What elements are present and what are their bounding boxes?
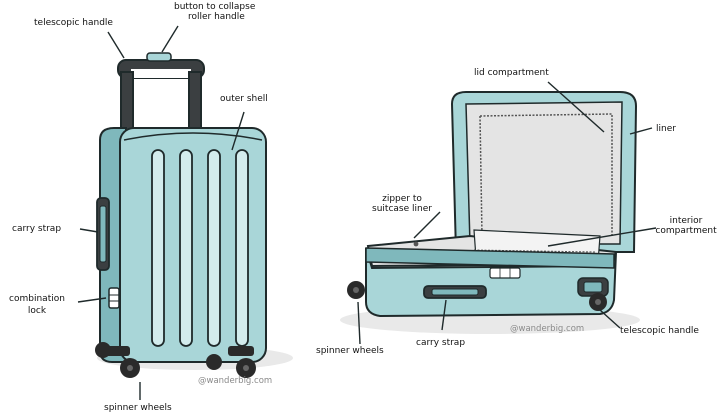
collapse-button-graphic <box>146 52 172 62</box>
upright-suitcase <box>77 25 293 400</box>
watermark-right: @wanderbig.com <box>510 324 585 334</box>
label-carry-strap: carry strap <box>12 224 62 234</box>
telescopic-handle-graphic <box>117 52 205 131</box>
label-spinner-wheels: spinner wheels <box>104 403 172 413</box>
label-collapse-button-line2: roller handle <box>188 12 245 22</box>
spinner-wheels-right-graphic <box>347 281 607 311</box>
leader-lines-right <box>357 81 657 345</box>
base-shell-graphic <box>365 247 617 318</box>
spinner-wheels-graphic <box>95 342 256 378</box>
combination-lock-right-graphic <box>489 267 521 279</box>
label-outer-shell: outer shell <box>220 94 268 104</box>
label-liner: liner <box>656 124 676 134</box>
label-lock-line2: lock <box>27 306 47 316</box>
label-collapse-button-line1: button to collapse <box>174 2 256 12</box>
label-telescopic-handle: telescopic handle <box>34 18 113 28</box>
label-spinner-wheels-right: spinner wheels <box>316 346 384 356</box>
open-suitcase <box>340 81 657 345</box>
leader-lines-left <box>77 25 245 400</box>
lid-liner-graphic <box>465 101 623 245</box>
label-interior-line1: interior <box>669 216 703 226</box>
combination-lock-graphic <box>108 287 120 309</box>
label-carry-strap-right: carry strap <box>416 338 466 348</box>
shell-ribs <box>151 149 249 347</box>
label-zipper-line2: suitcase liner <box>372 204 432 214</box>
watermark-left: @wanderbig.com <box>198 376 273 386</box>
label-lock-line1: combination <box>9 294 65 304</box>
label-telescopic-handle-right: telescopic handle <box>620 326 699 336</box>
label-zipper-line1: zipper to <box>382 194 422 204</box>
label-lid-compartment: lid compartment <box>474 68 549 78</box>
telescopic-handle-right-graphic <box>577 277 609 297</box>
carry-strap-right-graphic <box>423 285 487 299</box>
label-interior-line2: compartment <box>655 226 717 236</box>
carry-strap-graphic <box>96 197 110 271</box>
